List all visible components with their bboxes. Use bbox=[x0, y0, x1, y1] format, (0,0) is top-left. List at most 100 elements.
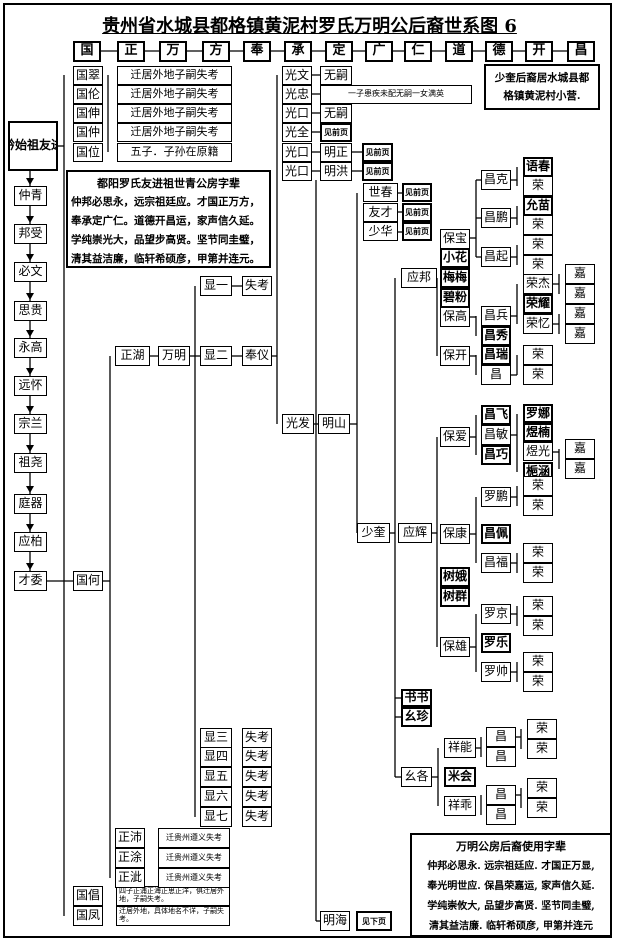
person-box: 荣 bbox=[527, 739, 557, 759]
person-box: 国伦 bbox=[73, 85, 103, 104]
down-arrow-icon bbox=[26, 178, 34, 185]
person-box: 奉仪 bbox=[242, 346, 272, 366]
person-box: 荣 bbox=[527, 778, 557, 798]
person-box: 昌瑞 bbox=[481, 345, 511, 365]
person-box: 万明 bbox=[158, 346, 190, 366]
person-box: 失考 bbox=[242, 787, 272, 807]
person-box: 正泚 bbox=[115, 868, 145, 888]
person-box: 罗乐 bbox=[481, 633, 511, 653]
left-generation-poem: 都阳罗氏友进祖世青公房字辈 仲邦必思永，远宗祖廷应。才国正万方， 奉承定广仁。道… bbox=[66, 170, 271, 268]
poem-line: 仲邦必思永. 远宗祖廷应. 才国正万显, bbox=[427, 861, 595, 872]
ancestor-box: 远怀 bbox=[14, 376, 47, 396]
down-arrow-icon bbox=[26, 406, 34, 413]
person-box: 荣 bbox=[527, 719, 557, 739]
note-box: 迁居外地子嗣失考 bbox=[117, 85, 232, 104]
person-box: 国翠 bbox=[73, 66, 103, 85]
person-box: 昌秀 bbox=[481, 326, 511, 346]
down-arrow-icon bbox=[26, 445, 34, 452]
person-box: 失考 bbox=[242, 276, 272, 296]
right-generation-poem: 万明公房后裔使用字辈 仲邦必思永. 远宗祖廷应. 才国正万显, 奉光明世应. 保… bbox=[410, 833, 612, 937]
person-box: 国仲 bbox=[73, 123, 103, 142]
person-box: 昌 bbox=[486, 785, 516, 805]
person-box: 幺各 bbox=[401, 767, 432, 787]
person-box: 荣 bbox=[523, 563, 553, 583]
ancestor-box: 必文 bbox=[14, 262, 47, 282]
person-box: 显三 bbox=[200, 728, 232, 748]
generation-header: 国 bbox=[73, 41, 101, 62]
note-box: 迁贵州遵义失考 bbox=[158, 868, 230, 888]
person-box: 昌福 bbox=[481, 553, 511, 573]
generation-header: 正 bbox=[117, 41, 145, 62]
residence-note: 少奎后裔居水城县都格镇黄泥村小营. bbox=[484, 64, 600, 110]
person-box: 显六 bbox=[200, 787, 232, 807]
person-box: 荣 bbox=[523, 672, 553, 692]
person-box: 荣 bbox=[523, 345, 553, 365]
ancestor-box: 庭器 bbox=[14, 494, 47, 514]
person-box: 嘉 bbox=[565, 459, 595, 479]
down-arrow-icon bbox=[26, 330, 34, 337]
person-box: 罗鹏 bbox=[481, 487, 511, 507]
person-box: 嘉 bbox=[565, 304, 595, 324]
ancestor-box: 迁黔始祖友进公 bbox=[8, 121, 58, 171]
person-box: 保开 bbox=[440, 346, 470, 366]
person-box: 光忠 bbox=[282, 85, 312, 104]
generation-header: 奉 bbox=[243, 41, 271, 62]
person-box: 荣杰 bbox=[523, 274, 553, 294]
person-box: 幺珍 bbox=[401, 707, 432, 727]
see-prev-page: 见前页 bbox=[362, 143, 393, 162]
person-box: 昌兵 bbox=[481, 306, 511, 326]
down-arrow-icon bbox=[26, 293, 34, 300]
person-box: 昌飞 bbox=[481, 405, 511, 425]
person-box: 明海 bbox=[320, 911, 350, 931]
person-box: 昌 bbox=[481, 365, 511, 385]
person-box: 正涂 bbox=[115, 848, 145, 868]
see-prev-page: 见前页 bbox=[402, 222, 432, 241]
person-box: 应辉 bbox=[398, 523, 432, 543]
person-box: 国倡 bbox=[73, 886, 103, 906]
person-box: 允苗 bbox=[523, 196, 553, 216]
person-box: 嘉 bbox=[565, 439, 595, 459]
person-box: 罗娜 bbox=[523, 404, 553, 423]
person-box: 明洪 bbox=[320, 162, 352, 181]
person-box: 荣 bbox=[523, 476, 553, 496]
person-box: 昌鹏 bbox=[481, 208, 511, 228]
person-box: 荣 bbox=[523, 543, 553, 563]
generation-header: 万 bbox=[159, 41, 187, 62]
person-box: 荣 bbox=[523, 365, 553, 385]
person-box: 荣 bbox=[523, 596, 553, 616]
person-box: 国伸 bbox=[73, 104, 103, 123]
poem-title: 万明公房后裔使用字辈 bbox=[456, 840, 566, 853]
down-arrow-icon bbox=[26, 254, 34, 261]
person-box: 失考 bbox=[242, 728, 272, 748]
note-box: 迁居外地，具体地名不详，子嗣失考。 bbox=[116, 906, 230, 926]
generation-header: 广 bbox=[365, 41, 393, 62]
person-box: 嘉 bbox=[565, 264, 595, 284]
person-box: 保康 bbox=[440, 524, 470, 544]
person-box: 光口 bbox=[282, 104, 312, 123]
down-arrow-icon bbox=[26, 524, 34, 531]
note-box: 迁居外地子嗣失考 bbox=[117, 123, 232, 142]
person-box: 荣忆 bbox=[523, 314, 553, 334]
ancestor-box: 永高 bbox=[14, 338, 47, 358]
person-box: 昌克 bbox=[481, 170, 511, 190]
ancestor-box: 仲青 bbox=[14, 186, 47, 206]
ancestor-box: 应柏 bbox=[14, 532, 47, 552]
person-box: 米会 bbox=[444, 767, 476, 787]
person-box: 显五 bbox=[200, 767, 232, 787]
person-box: 祥能 bbox=[444, 738, 476, 758]
person-box: 显一 bbox=[200, 276, 232, 296]
person-box: 荣 bbox=[523, 616, 553, 636]
person-box: 碧粉 bbox=[440, 288, 470, 308]
note-box: 迁贵州遵义失考 bbox=[158, 828, 230, 848]
person-box: 应邦 bbox=[401, 268, 437, 288]
poem-line: 学纯崇攸大, 品望步高贤. 坚节同圭璧, bbox=[427, 901, 595, 912]
person-box: 昌巧 bbox=[481, 445, 511, 465]
note-box: 迁贵州遵义失考 bbox=[158, 848, 230, 868]
person-box: 昌敏 bbox=[481, 425, 511, 445]
person-box: 煜楠 bbox=[523, 423, 553, 442]
person-box: 罗京 bbox=[481, 604, 511, 624]
see-prev-page: 见前页 bbox=[402, 183, 432, 202]
person-box: 光口 bbox=[282, 162, 312, 181]
person-box: 昌 bbox=[486, 727, 516, 747]
